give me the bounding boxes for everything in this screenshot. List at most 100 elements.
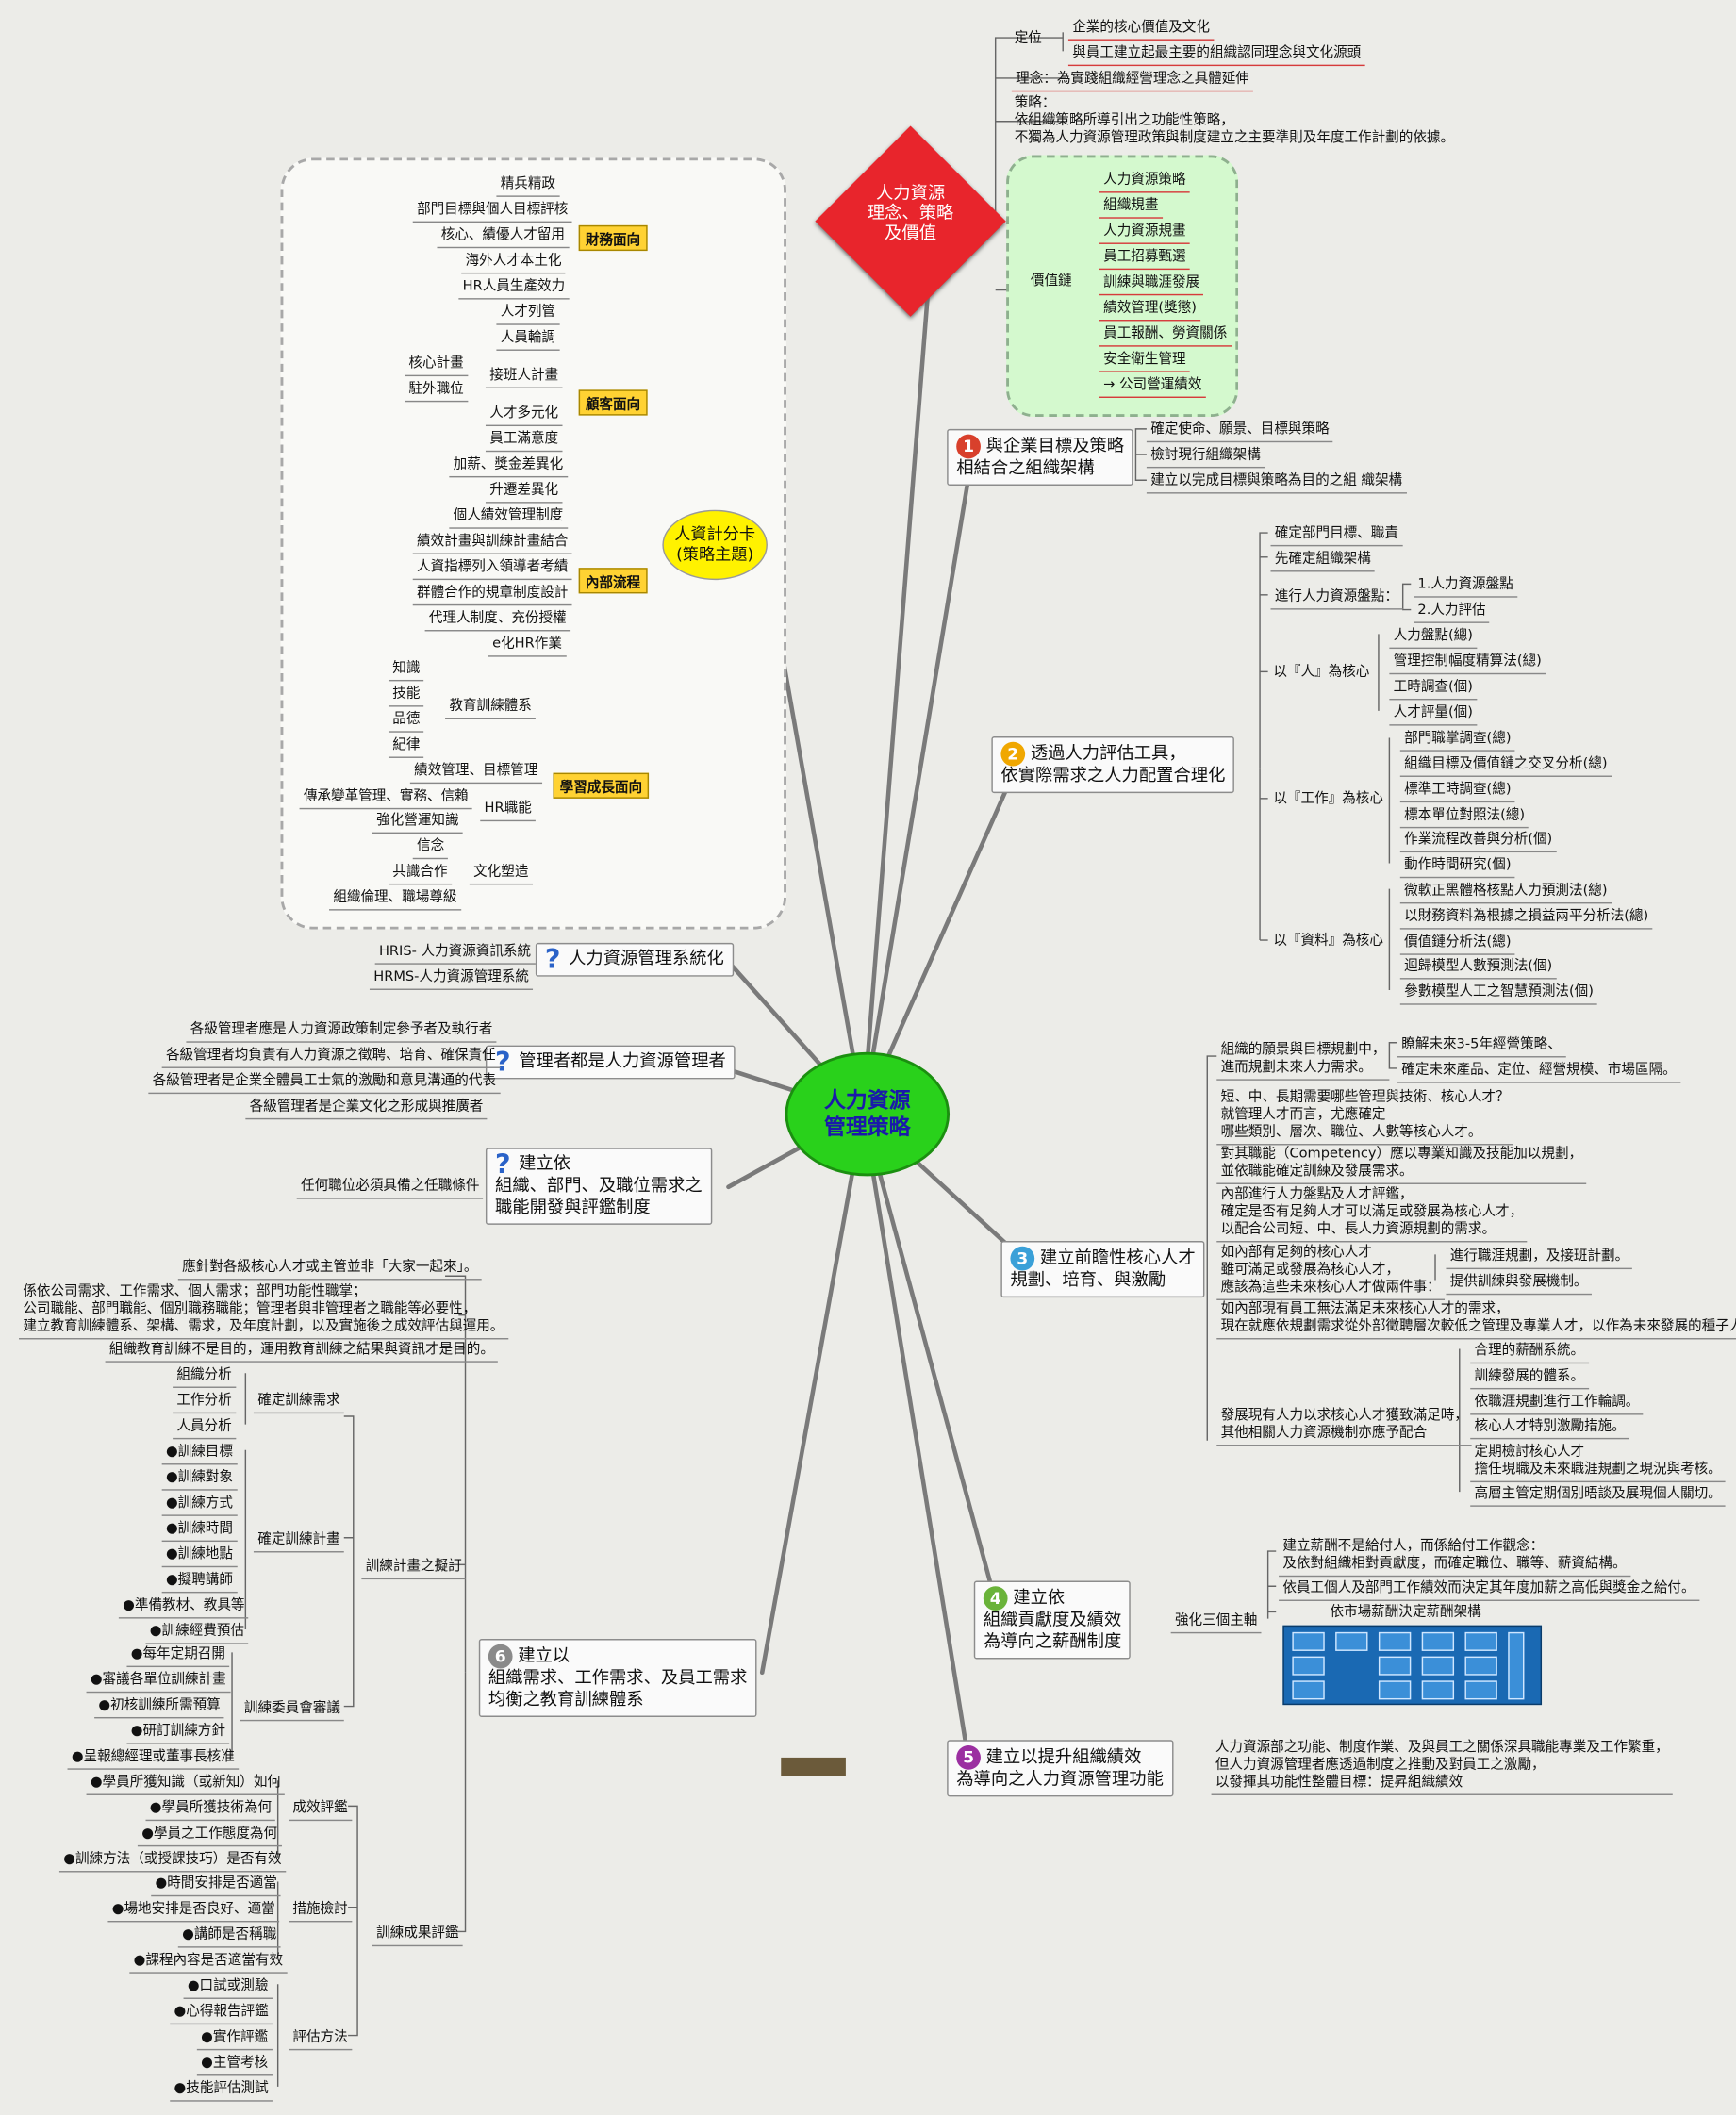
data-core-item: 微軟正黑體格核點人力預測法(總)	[1399, 881, 1612, 904]
positioning-item: 與員工建立起最主要的組織認同理念與文化源頭	[1067, 43, 1365, 67]
internal-talent-item: 提供訓練與發展機制。	[1446, 1272, 1592, 1296]
training-plan-label: 訓練計畫之擬訂	[361, 1557, 466, 1580]
positioning-item: 企業的核心價值及文化	[1067, 18, 1215, 41]
plan-item: ●準備教材、教具等	[118, 1595, 249, 1619]
edu-item: 紀律	[388, 735, 424, 758]
measure-review-label: 措施檢討	[289, 1899, 352, 1923]
people-core-item: 人才評量(個)	[1389, 702, 1478, 726]
hris-item: HRMS-人力資源管理系統	[369, 967, 534, 990]
effect-item: ●訓練方法（或授課技巧）是否有效	[58, 1849, 286, 1873]
committee-item: ●審議各單位訓練計畫	[86, 1670, 231, 1694]
mechanism-item: 合理的薪酬系統。	[1470, 1341, 1589, 1364]
branch-1-item: 建立以完成目標與策略為目的之組 織架構	[1146, 471, 1407, 494]
internal-item: 人資指標列入領導者考績	[412, 557, 572, 581]
effect-eval-label: 成效評鑑	[289, 1798, 352, 1822]
footer-logo	[781, 1757, 846, 1776]
effect-item: ●學員所獲技術為何	[145, 1798, 276, 1822]
plan-item: ●訓練對象	[161, 1467, 238, 1491]
training-note: 係依公司需求、工作需求、個人需求；部門功能性職掌； 公司職能、部門職能、個別職務…	[19, 1281, 508, 1340]
strategy-text: 策略： 依組織策略所導引出之功能性策略， 不獨為人力資源管理政策與制度建立之主要…	[1014, 95, 1455, 146]
data-core-item: 以財務資料為根據之損益兩平分析法(總)	[1399, 906, 1653, 930]
positioning-label: 定位	[1014, 30, 1042, 46]
committee-label: 訓練委員會審議	[240, 1698, 345, 1722]
competency-planning-text: 對其職能（Competency）應以專業知識及技能加以規劃， 並依職能確定訓練及…	[1216, 1144, 1587, 1184]
competency-topic[interactable]: ?建立依 組織、部門、及職位需求之 職能開發與評鑑制度	[485, 1148, 712, 1225]
number-4-icon: 4	[983, 1586, 1008, 1611]
perf-mgmt-item: 績效管理、目標管理	[409, 761, 542, 785]
finance-item: 精兵精政	[496, 174, 560, 197]
number-2-icon: 2	[1000, 741, 1026, 767]
growth-label: 學習成長面向	[553, 772, 650, 799]
plan-item: ●訓練方式	[161, 1494, 238, 1516]
needs-item: 工作分析	[173, 1391, 236, 1414]
method-item: ●技能評估測試	[170, 2078, 273, 2102]
internal-item: 個人績效管理制度	[449, 505, 568, 529]
three-axes-label: 強化三個主軸	[1170, 1611, 1262, 1634]
culture-item: 共識合作	[388, 862, 452, 885]
number-3-icon: 3	[1010, 1246, 1035, 1271]
customer-item: 人才多元化	[485, 404, 563, 427]
edu-system-label: 教育訓練體系	[445, 696, 537, 719]
measure-item: ●講師是否稱職	[177, 1925, 281, 1948]
plan-item: ●訓練地點	[161, 1545, 238, 1568]
internal-inventory-text: 內部進行人力盤點及人才評鑑， 確定是否有足夠人才可以滿足或發展為核心人才， 以配…	[1216, 1184, 1528, 1243]
work-core-item: 動作時間研究(個)	[1399, 855, 1515, 879]
value-chain-item: 組織規畫	[1099, 195, 1163, 219]
work-core-label: 以『工作』為核心	[1273, 791, 1383, 807]
measure-item: ●場地安排是否良好、適當	[107, 1899, 280, 1923]
ideals-topic[interactable]: 人力資源 理念、策略 及價值	[867, 183, 954, 244]
training-needs-label: 確定訓練需求	[253, 1391, 344, 1414]
data-core-item: 參數模型人工之智慧預測法(個)	[1399, 982, 1598, 1005]
vision-planning-text: 組織的願景與目標規劃中， 進而規劃未來人力需求。	[1216, 1040, 1390, 1081]
training-plan-sub-label: 確定訓練計畫	[253, 1529, 344, 1553]
scorecard-topic[interactable]: 人資計分卡 (策略主題)	[662, 509, 768, 581]
value-chain-item: 員工報酬、勞資關係	[1099, 323, 1232, 347]
value-chain-item: 員工招募甄選	[1099, 247, 1190, 271]
data-core-label: 以『資料』為核心	[1273, 933, 1383, 949]
committee-item: ●每年定期召開	[126, 1644, 230, 1668]
hris-topic[interactable]: ?人力資源管理系統化	[535, 942, 734, 976]
inventory-item: 1.人力資源盤點	[1414, 574, 1518, 598]
edu-item: 技能	[388, 684, 424, 707]
internal-talent-text: 如內部有足夠的核心人才 雖可滿足或發展為核心人才， 應該為這些未來核心人才做兩件…	[1216, 1242, 1446, 1300]
managers-item: 各級管理者均負責有人力資源之徵聘、培育、確保責任	[161, 1046, 500, 1068]
people-core-item: 人力盤點(總)	[1389, 626, 1478, 650]
number-1-icon: 1	[956, 434, 981, 459]
committee-item: ●呈報總經理或董事長核准	[67, 1746, 240, 1770]
work-core-item: 組織目標及價值鏈之交叉分析(總)	[1399, 754, 1612, 777]
training-eval-label: 訓練成果評鑑	[372, 1924, 463, 1947]
vision-item: 瞭解未來3-5年經營策略、	[1397, 1034, 1566, 1058]
hr-function-item: 傳承變革管理、實務、信賴	[299, 786, 473, 810]
work-core-item: 標準工時調查(總)	[1399, 780, 1515, 803]
internal-item: 群體合作的規章制度設計	[412, 583, 572, 606]
vision-item: 確定未來產品、定位、經營規模、市場區隔。	[1397, 1060, 1681, 1083]
people-core-label: 以『人』為核心	[1273, 665, 1370, 680]
succession-item: 駐外職位	[405, 379, 469, 403]
value-chain-item: 人力資源策略	[1099, 170, 1190, 193]
hr-function-label: HR職能	[480, 799, 537, 822]
salary-axis-item: 依市場薪酬決定薪酬架構	[1330, 1605, 1481, 1620]
customer-item: 人才列管	[496, 302, 560, 325]
committee-item: ●初核訓練所需預算	[94, 1695, 225, 1719]
number-6-icon: 6	[488, 1644, 513, 1669]
needs-item: 組織分析	[173, 1365, 236, 1388]
value-chain-cloud	[1006, 155, 1239, 418]
central-topic[interactable]: 人力資源 管理策略	[785, 1051, 951, 1177]
question-icon: ?	[544, 942, 561, 976]
finance-label: 財務面向	[578, 224, 648, 252]
managers-topic[interactable]: ?管理者都是人力資源管理者	[485, 1045, 736, 1079]
mechanism-item: 依職涯規劃進行工作輪調。	[1470, 1392, 1644, 1415]
succession-item: 核心計畫	[405, 354, 469, 377]
customer-label: 顧客面向	[578, 389, 648, 416]
measure-item: ●時間安排是否適當	[151, 1874, 282, 1897]
plan-item: ●擬聘講師	[161, 1570, 238, 1594]
managers-item: 各級管理者應是人力資源政策制定參予者及執行者	[186, 1019, 497, 1043]
work-core-item: 標本單位對照法(總)	[1399, 805, 1529, 829]
